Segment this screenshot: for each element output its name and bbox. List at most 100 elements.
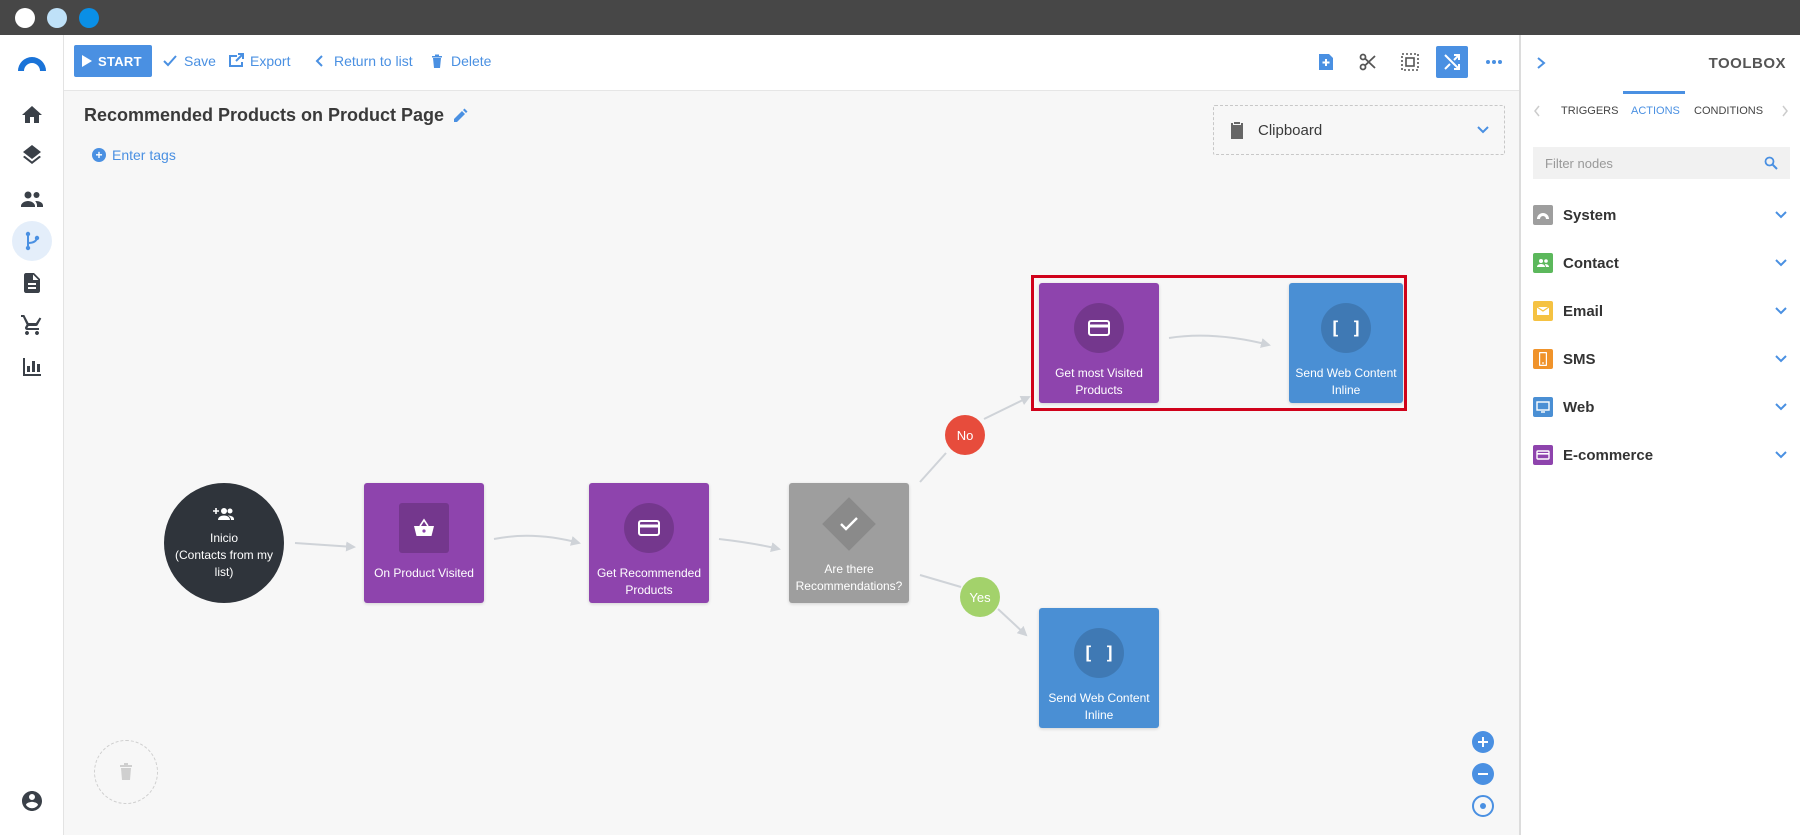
add-note-icon[interactable] xyxy=(1310,46,1342,78)
filter-nodes-input[interactable]: Filter nodes xyxy=(1533,147,1790,179)
are-there-recommendations-node[interactable]: Are there Recommendations? xyxy=(789,483,909,603)
category-sms-label: SMS xyxy=(1563,350,1596,368)
nav-campaigns-icon[interactable] xyxy=(12,221,52,261)
play-icon xyxy=(82,55,92,67)
scissors-icon[interactable] xyxy=(1352,46,1384,78)
flow-edges xyxy=(294,334,1271,637)
nav-documents-icon[interactable] xyxy=(12,263,52,303)
edit-pencil-icon[interactable] xyxy=(452,108,468,124)
delete-button[interactable]: Delete xyxy=(429,45,491,77)
diamond-shape xyxy=(822,497,876,551)
zoom-in-icon[interactable] xyxy=(1472,731,1494,753)
collapse-chevron-icon[interactable] xyxy=(1535,56,1547,70)
window-titlebar xyxy=(0,0,1800,35)
condition-label: Are there Recommendations? xyxy=(795,562,903,593)
node-icon-bg: [ ] xyxy=(1321,303,1371,353)
edge-condition-to-yes xyxy=(919,574,962,588)
most-visited-label: Get most Visited Products xyxy=(1055,366,1143,397)
edge-no-to-mostvisited xyxy=(983,396,1031,420)
yes-branch-badge[interactable]: Yes xyxy=(960,577,1000,617)
enter-tags-button[interactable]: + Enter tags xyxy=(92,147,176,163)
edge-start-to-visited xyxy=(294,541,356,552)
nav-layers-icon[interactable] xyxy=(12,137,52,177)
category-system-label: System xyxy=(1563,206,1617,224)
web-monitor-icon xyxy=(1533,397,1553,417)
no-label: No xyxy=(956,427,974,443)
zoom-reset-icon[interactable] xyxy=(1472,795,1494,817)
selection-highlight xyxy=(1031,275,1407,411)
nav-contacts-icon[interactable] xyxy=(12,179,52,219)
send-web-content-inline-node-top[interactable]: [ ] Send Web Content Inline xyxy=(1289,283,1403,403)
send-web-content-inline-node-bottom[interactable]: [ ] Send Web Content Inline xyxy=(1039,608,1159,728)
edge-recommended-to-condition xyxy=(718,538,781,552)
edge-condition-to-no xyxy=(919,452,947,483)
nav-home-icon[interactable] xyxy=(12,95,52,135)
yes-label: Yes xyxy=(969,589,991,605)
chevron-left-icon xyxy=(315,55,323,67)
tab-conditions[interactable]: CONDITIONS xyxy=(1694,105,1764,117)
auto-layout-icon[interactable] xyxy=(1436,46,1468,78)
chevron-down-icon xyxy=(1775,211,1787,219)
return-to-list-button[interactable]: Return to list xyxy=(312,45,413,77)
node-icon-bg xyxy=(399,503,449,553)
tabs-prev-icon[interactable] xyxy=(1533,105,1541,117)
node-icon-bg xyxy=(1074,303,1124,353)
no-branch-badge[interactable]: No xyxy=(945,415,985,455)
brackets-icon: [ ] xyxy=(1082,642,1116,664)
window-close-dot[interactable] xyxy=(15,8,35,28)
filter-placeholder: Filter nodes xyxy=(1545,155,1613,171)
save-button[interactable]: Save xyxy=(162,45,216,77)
export-icon xyxy=(229,53,244,67)
brackets-icon: [ ] xyxy=(1329,317,1363,339)
toolbox-panel: TOOLBOX TRIGGERS ACTIONS CONDITIONS Filt… xyxy=(1519,35,1800,835)
window-minimize-dot[interactable] xyxy=(47,8,67,28)
toolbox-header: TOOLBOX xyxy=(1521,35,1800,91)
check-icon xyxy=(163,55,177,67)
get-recommended-products-node[interactable]: Get Recommended Products xyxy=(589,483,709,603)
credit-card-icon xyxy=(638,520,660,536)
window-maximize-dot[interactable] xyxy=(79,8,99,28)
flow-canvas[interactable]: Recommended Products on Product Page + E… xyxy=(64,91,1519,835)
chevron-down-icon xyxy=(1775,355,1787,363)
zoom-out-icon[interactable] xyxy=(1472,763,1494,785)
category-email[interactable]: Email xyxy=(1521,287,1800,335)
search-icon xyxy=(1764,156,1778,170)
tab-actions[interactable]: ACTIONS xyxy=(1631,105,1680,117)
credit-card-icon xyxy=(1088,320,1110,336)
start-node[interactable]: Inicio (Contacts from my list) xyxy=(164,483,284,603)
plus-circle-icon: + xyxy=(92,148,106,162)
category-ecommerce-label: E-commerce xyxy=(1563,446,1654,464)
category-sms[interactable]: SMS xyxy=(1521,335,1800,383)
more-options-icon[interactable] xyxy=(1478,46,1510,78)
get-recommended-label: Get Recommended Products xyxy=(596,566,702,597)
nav-reports-icon[interactable] xyxy=(12,347,52,387)
category-web[interactable]: Web xyxy=(1521,383,1800,431)
category-contact[interactable]: Contact xyxy=(1521,239,1800,287)
trash-drop-zone[interactable] xyxy=(94,740,158,804)
node-icon-bg xyxy=(624,503,674,553)
page-title: Recommended Products on Product Page xyxy=(84,105,468,126)
start-button[interactable]: START xyxy=(74,45,152,77)
add-group-icon xyxy=(213,507,234,520)
top-toolbar: START Save Export Return to list Delete xyxy=(64,35,1519,91)
nav-cart-icon[interactable] xyxy=(12,305,52,345)
chevron-down-icon xyxy=(1775,451,1787,459)
clipboard-dropdown[interactable]: Clipboard xyxy=(1213,105,1505,155)
category-system[interactable]: System xyxy=(1521,191,1800,239)
start-node-line1: Inicio xyxy=(209,530,238,545)
delete-label: Delete xyxy=(451,53,492,69)
start-node-line2: (Contacts from my xyxy=(174,547,273,562)
trash-icon xyxy=(120,763,132,780)
toolbox-tabs: TRIGGERS ACTIONS CONDITIONS xyxy=(1521,91,1800,135)
on-product-visited-node[interactable]: On Product Visited xyxy=(364,483,484,603)
send-web-top-label: Send Web Content Inline xyxy=(1295,366,1397,397)
enter-tags-label: Enter tags xyxy=(112,147,176,163)
export-button[interactable]: Export xyxy=(228,45,290,77)
get-most-visited-products-node[interactable]: Get most Visited Products xyxy=(1039,283,1159,403)
tabs-next-icon[interactable] xyxy=(1781,105,1789,117)
tab-triggers[interactable]: TRIGGERS xyxy=(1561,105,1619,117)
select-area-icon[interactable] xyxy=(1394,46,1426,78)
send-web-bottom-label: Send Web Content Inline xyxy=(1048,691,1150,722)
nav-account-icon[interactable] xyxy=(12,781,52,821)
category-ecommerce[interactable]: E-commerce xyxy=(1521,431,1800,479)
